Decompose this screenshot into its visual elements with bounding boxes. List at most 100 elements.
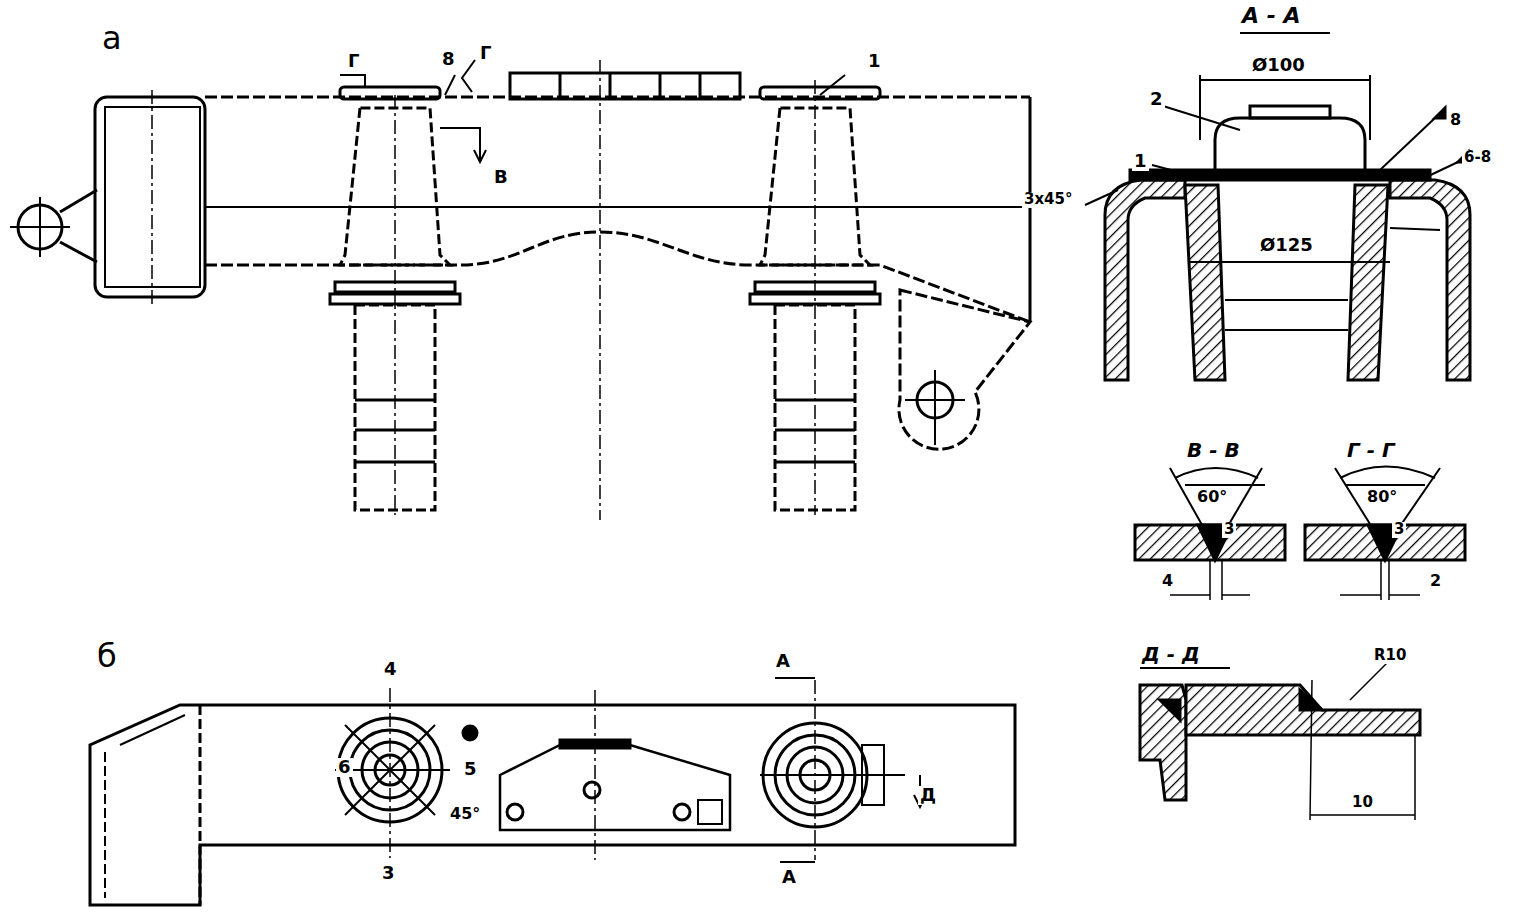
drawing-line bbox=[1085, 190, 1118, 205]
callout-number: 1 bbox=[866, 52, 883, 71]
drawing-line bbox=[510, 73, 740, 99]
drawing-line bbox=[1215, 118, 1365, 172]
drawing-line bbox=[463, 726, 477, 740]
drawing-line bbox=[340, 75, 365, 88]
drawing-line bbox=[1170, 560, 1250, 600]
section-mark: А bbox=[780, 868, 798, 887]
drawing-line bbox=[659, 73, 662, 99]
dimension: 80° bbox=[1365, 489, 1399, 506]
drawing-line bbox=[474, 150, 486, 162]
drawing-line bbox=[1390, 180, 1470, 380]
view-b bbox=[90, 678, 1015, 905]
section-title: Г - Г bbox=[1345, 440, 1397, 461]
sections-v-g bbox=[1135, 467, 1465, 601]
drawing-line bbox=[1369, 75, 1371, 140]
dimension: 2 bbox=[1428, 573, 1443, 590]
weld-size: 6-8 bbox=[1462, 150, 1493, 166]
drawing-line bbox=[1186, 685, 1420, 735]
callout-number: 6 bbox=[336, 758, 353, 777]
drawing-line bbox=[934, 370, 936, 445]
drawing-line bbox=[60, 242, 97, 262]
dimension: Ø125 bbox=[1258, 236, 1315, 255]
drawing-line bbox=[775, 678, 815, 862]
dimension: 3x45° bbox=[1022, 192, 1075, 208]
drawing-line bbox=[899, 290, 1030, 449]
dimension: 60° bbox=[1195, 489, 1229, 506]
drawing-line bbox=[609, 73, 612, 99]
drawing-line bbox=[445, 75, 455, 95]
drawing-line bbox=[462, 60, 475, 92]
drawing-line bbox=[699, 73, 702, 99]
view-letter: а bbox=[100, 22, 124, 56]
section-mark: А bbox=[774, 652, 792, 671]
callout-number: 1 bbox=[1132, 152, 1149, 171]
drawing-line bbox=[1170, 468, 1262, 548]
drawing-line bbox=[1225, 299, 1348, 301]
section-a-a bbox=[1085, 33, 1470, 380]
weld-size: 8 bbox=[1448, 112, 1463, 129]
drawing-line bbox=[1185, 185, 1225, 380]
drawing-line bbox=[559, 73, 562, 99]
drawing-line bbox=[151, 90, 153, 305]
drawing-line bbox=[814, 80, 816, 515]
drawing-line bbox=[814, 680, 816, 860]
drawing-line bbox=[1390, 228, 1440, 230]
section-d-d bbox=[1140, 655, 1420, 820]
drawing-line bbox=[199, 705, 202, 905]
drawing-line bbox=[1225, 329, 1348, 331]
drawing-line bbox=[1250, 106, 1330, 118]
view-a bbox=[10, 60, 1030, 520]
drawing-line bbox=[120, 715, 185, 745]
drawing-line bbox=[1105, 180, 1185, 380]
drawing-line bbox=[340, 87, 440, 99]
callout-number: 8 bbox=[440, 50, 457, 69]
drawing-line bbox=[205, 206, 1030, 208]
dimension: 4 bbox=[1160, 573, 1175, 590]
drawing-line bbox=[1240, 32, 1330, 34]
drawing-line bbox=[507, 804, 523, 820]
dimension: 3 bbox=[1392, 522, 1406, 538]
drawing-line bbox=[1335, 467, 1440, 549]
drawing-line bbox=[104, 752, 106, 898]
drawing-line bbox=[1348, 185, 1388, 380]
drawing-line bbox=[674, 804, 690, 820]
section-mark: Г bbox=[478, 44, 493, 63]
drawing-line bbox=[1135, 525, 1285, 560]
drawing-line bbox=[1345, 484, 1425, 486]
drawing-line bbox=[820, 75, 845, 95]
callout-number: 5 bbox=[462, 760, 479, 779]
section-mark: Г bbox=[346, 52, 361, 71]
drawing-line bbox=[394, 95, 396, 515]
drawing-line bbox=[1140, 685, 1186, 800]
drawing-line bbox=[1200, 79, 1370, 81]
drawing-line bbox=[60, 190, 97, 212]
callout-number: 3 bbox=[380, 864, 397, 883]
drawing-line bbox=[500, 745, 730, 830]
drawing-line bbox=[1190, 261, 1390, 263]
dimension: 10 bbox=[1350, 795, 1375, 811]
drawing-line bbox=[1140, 667, 1230, 669]
drawing-line bbox=[205, 232, 1030, 322]
drawing-line bbox=[698, 800, 722, 824]
view-letter: б bbox=[95, 640, 119, 674]
drawing-line bbox=[39, 197, 41, 257]
drawing-line bbox=[1085, 75, 1458, 262]
drawing-line bbox=[90, 705, 1015, 905]
drawing-line bbox=[1029, 97, 1032, 322]
drawing-line bbox=[95, 97, 205, 297]
drawing-line bbox=[1435, 108, 1445, 118]
drawing-line bbox=[440, 128, 480, 160]
drawing-line bbox=[1305, 525, 1465, 560]
dimension: R10 bbox=[1372, 648, 1408, 664]
drawing-line bbox=[1199, 75, 1201, 140]
drawing-line bbox=[760, 87, 880, 99]
drawing-line bbox=[1152, 165, 1190, 175]
drawing-line bbox=[594, 690, 596, 860]
callout-number: 2 bbox=[1148, 90, 1165, 109]
section-mark: В bbox=[492, 168, 510, 187]
drawing-line bbox=[1163, 106, 1240, 130]
drawing-line bbox=[1420, 162, 1458, 180]
drawing-line bbox=[389, 688, 391, 858]
dimension: 3 bbox=[1222, 522, 1236, 538]
